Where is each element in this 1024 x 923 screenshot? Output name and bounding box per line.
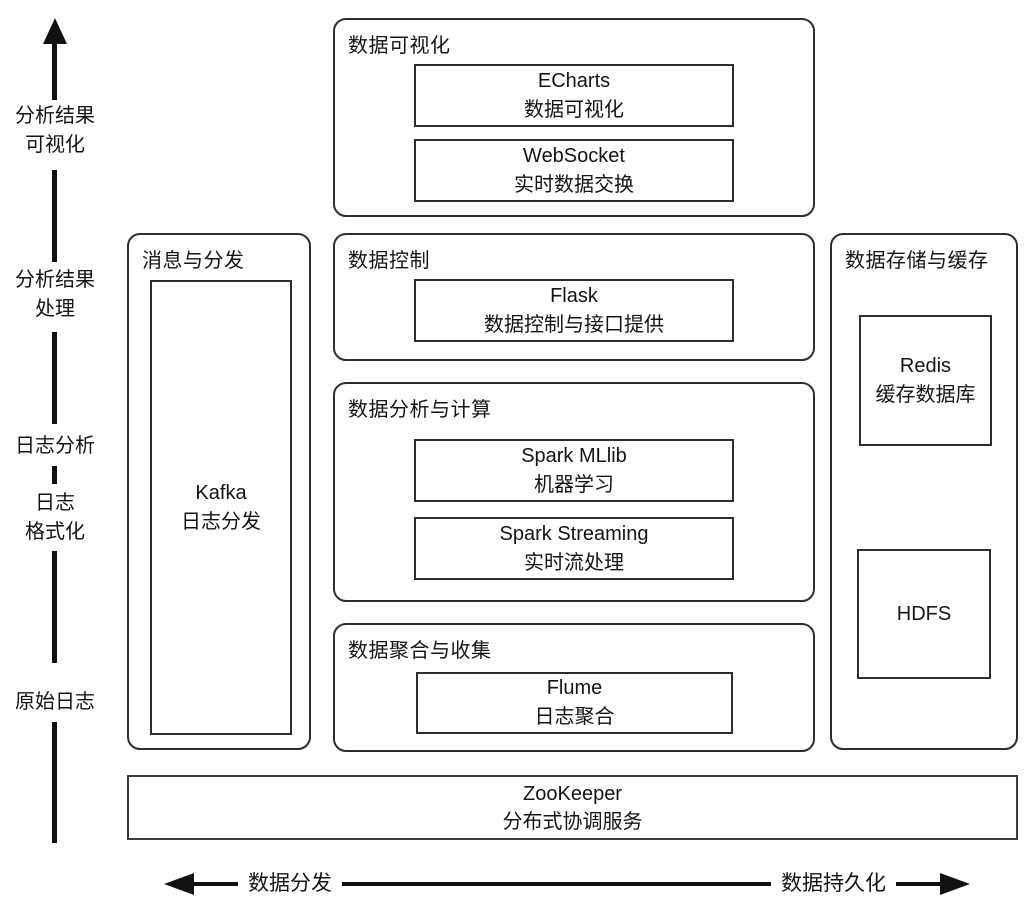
group-title-data-control: 数据控制	[348, 250, 430, 272]
node-desc: 分布式协调服务	[502, 810, 643, 833]
node-name: HDFS	[896, 602, 952, 625]
node-zookeeper: ZooKeeper 分布式协调服务	[127, 775, 1018, 840]
axis-label-line: 分析结果	[15, 269, 95, 291]
group-data-control: 数据控制 Flask 数据控制与接口提供	[333, 233, 815, 361]
up-arrow-icon	[43, 18, 67, 44]
axis-label-result-visualization: 分析结果 可视化	[0, 102, 110, 160]
axis-segment	[52, 722, 57, 843]
axis-label-raw-logs: 原始日志	[0, 688, 110, 717]
group-title-data-visualization: 数据可视化	[348, 35, 451, 57]
axis-label-line: 可视化	[25, 134, 85, 156]
node-websocket: WebSocket 实时数据交换	[414, 139, 734, 202]
left-arrow-icon	[164, 873, 194, 895]
group-title-aggregation-collection: 数据聚合与收集	[348, 640, 492, 662]
node-name: Redis	[899, 354, 952, 377]
node-desc: 数据可视化	[524, 98, 624, 121]
node-flume: Flume 日志聚合	[416, 672, 733, 734]
bottom-flow-arrow: 数据分发 数据持久化	[164, 872, 970, 896]
node-name: ZooKeeper	[523, 782, 622, 805]
group-messaging-distribution: 消息与分发 Kafka 日志分发	[127, 233, 311, 750]
group-analysis-compute: 数据分析与计算 Spark MLlib 机器学习 Spark Streaming…	[333, 382, 815, 602]
arrow-line	[342, 882, 771, 886]
arrow-line	[194, 882, 238, 886]
node-name: Flask	[550, 284, 598, 307]
axis-segment	[52, 170, 57, 262]
axis-label-log-analysis: 日志分析	[0, 432, 110, 461]
axis-label-line: 日志分析	[15, 435, 95, 457]
node-name: Flume	[546, 677, 603, 699]
group-storage-cache: 数据存储与缓存 Redis 缓存数据库 HDFS	[830, 233, 1018, 750]
node-echarts: ECharts 数据可视化	[414, 64, 734, 127]
node-desc: 机器学习	[534, 473, 614, 496]
node-name: WebSocket	[523, 144, 625, 167]
node-desc: 数据控制与接口提供	[484, 313, 664, 336]
axis-label-result-processing: 分析结果 处理	[0, 266, 110, 324]
arrow-label-persistence: 数据持久化	[781, 872, 886, 895]
axis-label-line: 格式化	[25, 521, 85, 543]
group-title-messaging: 消息与分发	[142, 250, 245, 272]
group-title-analysis-compute: 数据分析与计算	[348, 399, 492, 421]
node-desc: 日志分发	[181, 510, 261, 533]
node-kafka: Kafka 日志分发	[150, 280, 292, 735]
node-name: Spark Streaming	[499, 522, 649, 545]
node-hdfs: HDFS	[857, 549, 991, 679]
node-spark-streaming: Spark Streaming 实时流处理	[414, 517, 734, 580]
node-desc: 缓存数据库	[875, 383, 976, 406]
group-aggregation-collection: 数据聚合与收集 Flume 日志聚合	[333, 623, 815, 752]
axis-segment	[52, 551, 57, 663]
node-spark-mllib: Spark MLlib 机器学习	[414, 439, 734, 502]
axis-segment	[52, 332, 57, 424]
node-name: Spark MLlib	[521, 444, 627, 467]
node-redis: Redis 缓存数据库	[859, 315, 992, 446]
arrow-label-distribution: 数据分发	[248, 872, 332, 895]
axis-label-line: 处理	[35, 298, 75, 320]
axis-segment	[52, 44, 57, 100]
node-desc: 日志聚合	[534, 706, 615, 728]
node-name: Kafka	[195, 481, 247, 504]
group-title-storage-cache: 数据存储与缓存	[845, 250, 989, 272]
group-data-visualization: 数据可视化 ECharts 数据可视化 WebSocket 实时数据交换	[333, 18, 815, 217]
axis-label-line: 日志	[35, 492, 75, 514]
arrow-line	[896, 882, 940, 886]
right-arrow-icon	[940, 873, 970, 895]
axis-segment	[52, 466, 57, 484]
node-desc: 实时数据交换	[514, 173, 634, 196]
node-desc: 实时流处理	[524, 551, 624, 574]
axis-label-log-formatting: 日志 格式化	[0, 489, 110, 547]
axis-label-line: 原始日志	[15, 691, 95, 713]
node-flask: Flask 数据控制与接口提供	[414, 279, 734, 342]
node-name: ECharts	[537, 69, 611, 92]
axis-label-line: 分析结果	[15, 105, 95, 127]
